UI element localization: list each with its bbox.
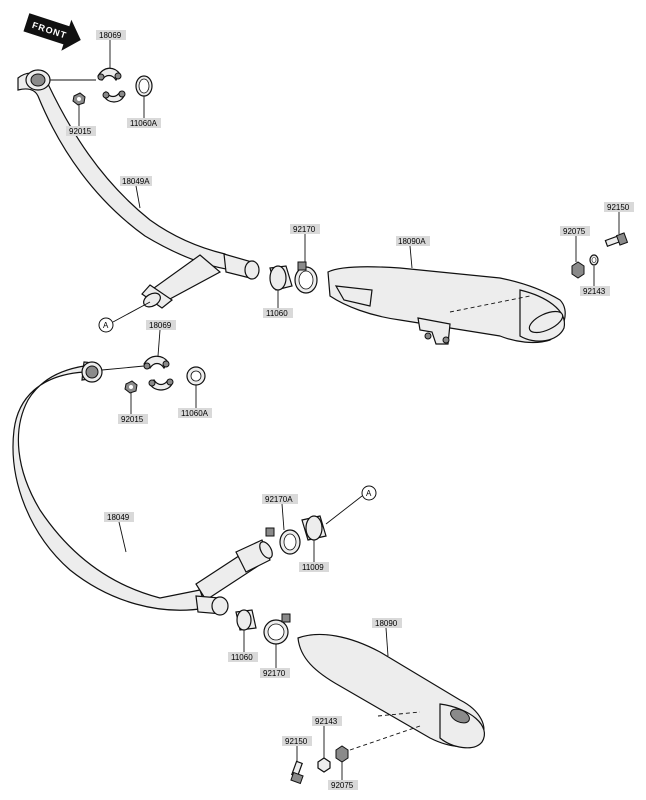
- label-18049: 18049: [104, 512, 134, 553]
- label-11060-bottom-text: 11060: [231, 653, 253, 662]
- label-92143-bottom: 92143: [312, 716, 342, 758]
- label-11060-top: 11060: [263, 290, 293, 318]
- sleeve-11009: [301, 515, 327, 541]
- label-11009: 11009: [299, 540, 329, 572]
- leader-pipe-to-clamp-mid: [101, 365, 145, 371]
- label-18090: 18090: [372, 618, 402, 657]
- label-11060a-top: 11060A: [127, 96, 161, 128]
- label-92170-top-text: 92170: [293, 225, 316, 234]
- label-18049a-text: 18049A: [122, 177, 150, 186]
- washer-92143-top: [589, 254, 599, 266]
- bolt-92150-top: [604, 232, 629, 247]
- label-92075-bottom: 92075: [328, 762, 358, 790]
- reference-marker-upper-text: A: [103, 321, 109, 330]
- clamp-92170a: [265, 527, 301, 555]
- gasket-11060a-top: [135, 75, 153, 97]
- clamp-92170-top: [294, 261, 318, 294]
- label-92143-bottom-text: 92143: [315, 717, 338, 726]
- label-92170a-text: 92170A: [265, 495, 293, 504]
- washer-92143-bottom: [317, 757, 331, 773]
- label-92015-mid-text: 92015: [121, 415, 144, 424]
- nut-92075-bottom: [335, 745, 349, 763]
- nut-92075-top: [571, 261, 585, 279]
- reference-marker-lower: A: [325, 485, 377, 525]
- label-92170a: 92170A: [262, 494, 298, 531]
- label-11060a-top-text: 11060A: [130, 119, 158, 128]
- label-18069-mid: 18069: [146, 320, 176, 357]
- label-11060-top-text: 11060: [266, 309, 288, 318]
- label-11009-text: 11009: [302, 563, 324, 572]
- clamp-92170-bottom: [263, 613, 291, 645]
- header-pipe-18049a: [17, 69, 260, 309]
- label-18069-top: 18069: [96, 30, 126, 68]
- label-18049a: 18049A: [120, 176, 152, 209]
- label-92150-top: 92150: [604, 202, 634, 234]
- label-11060a-mid: 11060A: [178, 385, 212, 418]
- label-18069-mid-text: 18069: [149, 321, 172, 330]
- front-arrow: FRONT: [23, 13, 81, 51]
- label-92143-top: 92143: [580, 266, 610, 296]
- label-18090a: 18090A: [396, 236, 430, 269]
- label-92015-mid: 92015: [118, 393, 148, 424]
- muffler-18090: [297, 633, 485, 751]
- nut-92015-top: [72, 92, 86, 106]
- gasket-11060-bottom: [235, 609, 257, 631]
- bolt-92150-bottom: [290, 760, 304, 785]
- label-92170-top: 92170: [290, 224, 320, 262]
- clamp-18069-top: [97, 67, 126, 103]
- label-18049-text: 18049: [107, 513, 130, 522]
- gasket-11060a-mid: [186, 366, 206, 386]
- label-92075-bottom-text: 92075: [331, 781, 354, 790]
- label-92015-top: 92015: [66, 104, 96, 136]
- label-18069-top-text: 18069: [99, 31, 122, 40]
- label-92150-top-text: 92150: [607, 203, 630, 212]
- label-92150-bottom-text: 92150: [285, 737, 308, 746]
- label-92075-top-text: 92075: [563, 227, 586, 236]
- label-92075-top: 92075: [560, 226, 590, 262]
- label-18090-text: 18090: [375, 619, 398, 628]
- label-92170-bottom-text: 92170: [263, 669, 286, 678]
- gasket-11060-top: [269, 265, 293, 291]
- label-92015-top-text: 92015: [69, 127, 92, 136]
- label-18090a-text: 18090A: [398, 237, 426, 246]
- reference-marker-lower-text: A: [366, 489, 372, 498]
- header-pipe-18049: [12, 361, 273, 616]
- label-92150-bottom: 92150: [282, 736, 312, 762]
- label-11060a-mid-text: 11060A: [181, 409, 209, 418]
- label-11060-bottom: 11060: [228, 630, 258, 662]
- label-92170-bottom: 92170: [260, 644, 290, 678]
- clamp-18069-mid: [143, 355, 174, 391]
- muffler-18090a: [327, 266, 566, 345]
- label-92143-top-text: 92143: [583, 287, 606, 296]
- nut-92015-mid: [124, 380, 138, 394]
- reference-marker-upper: A: [98, 301, 151, 333]
